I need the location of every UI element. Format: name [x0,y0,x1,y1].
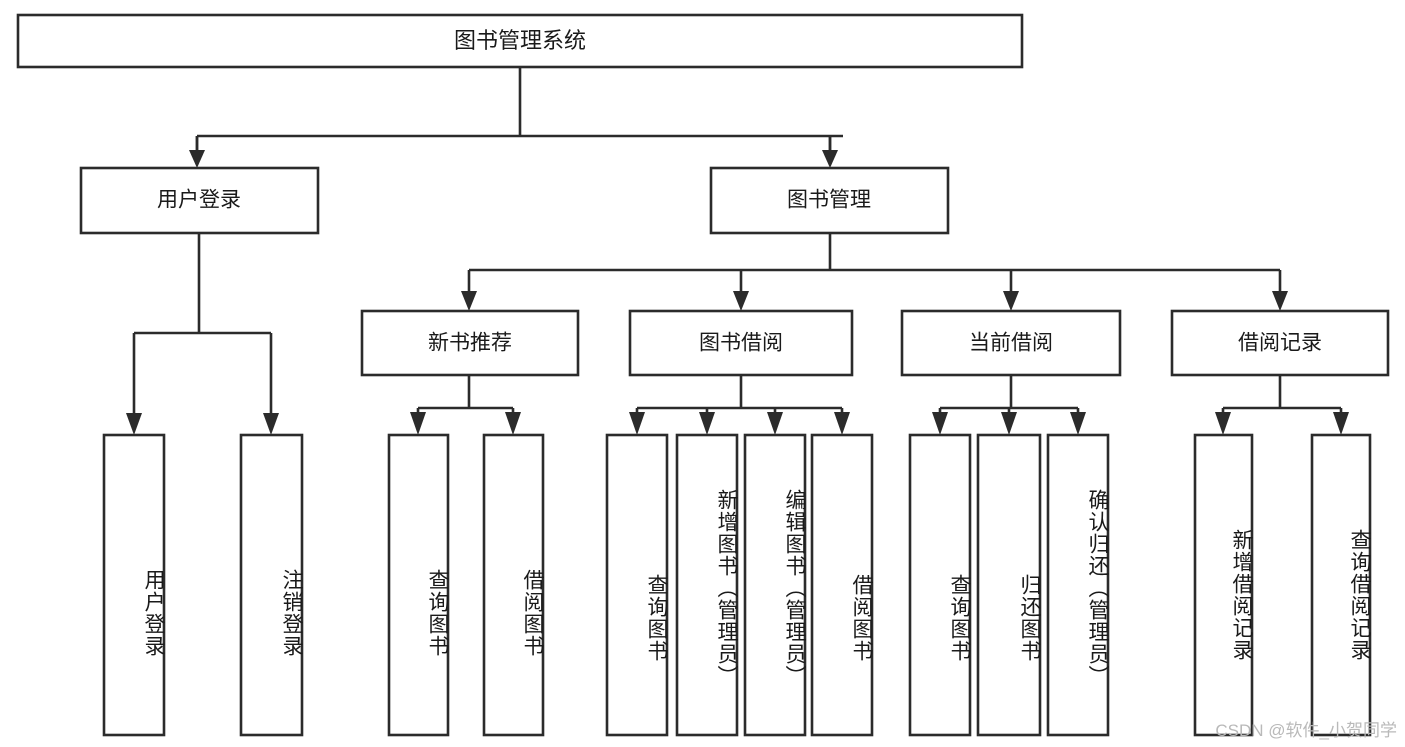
node-borrow-record-label: 借阅记录 [1238,332,1322,355]
node-user-login[interactable]: 用户登录 [79,166,320,235]
node-new-book-rec[interactable]: 新书推荐 [360,309,580,377]
node-root-label: 图书管理系统 [454,28,586,53]
connector-new-book-rec-to-leaves [410,375,521,435]
leaf-boxes [102,433,1372,737]
node-book-borrow-box[interactable] [628,309,854,377]
node-leaf-query-book-3-box[interactable] [908,433,972,737]
node-book-manage-label: 图书管理 [787,189,871,212]
node-user-login-label: 用户登录 [157,189,241,212]
node-leaf-query-record-box[interactable] [1310,433,1372,737]
node-leaf-borrow-book-2-box[interactable] [810,433,874,737]
node-leaf-user-login-box[interactable] [102,433,166,737]
node-leaf-logout-box[interactable] [239,433,304,737]
node-leaf-query-book-2-box[interactable] [605,433,669,737]
csdn-watermark: CSDN @软件_小贺同学 [1215,721,1397,740]
node-leaf-confirm-return-box[interactable] [1046,433,1110,737]
node-leaf-query-book-1-box[interactable] [387,433,450,737]
connector-book-manage-to-level3 [461,233,1288,311]
node-leaf-add-book-box[interactable] [675,433,739,737]
connector-root-to-level2 [189,67,843,168]
connector-current-borrow-to-leaves [932,375,1086,435]
node-book-manage-box[interactable] [709,166,950,235]
node-leaf-add-record-box[interactable] [1193,433,1254,737]
node-borrow-record[interactable]: 借阅记录 [1170,309,1390,377]
node-leaf-edit-book-box[interactable] [743,433,807,737]
node-user-login-box[interactable] [79,166,320,235]
node-current-borrow-box[interactable] [900,309,1122,377]
node-new-book-rec-label: 新书推荐 [428,332,512,355]
node-leaf-return-book-box[interactable] [976,433,1042,737]
node-book-borrow[interactable]: 图书借阅 [628,309,854,377]
node-current-borrow[interactable]: 当前借阅 [900,309,1122,377]
node-book-borrow-label: 图书借阅 [699,332,783,355]
node-new-book-rec-box[interactable] [360,309,580,377]
node-root[interactable]: 图书管理系统 [16,13,1024,69]
node-current-borrow-label: 当前借阅 [969,332,1053,355]
connector-borrow-record-to-leaves [1215,375,1349,435]
node-book-manage[interactable]: 图书管理 [709,166,950,235]
node-leaf-borrow-book-1-box[interactable] [482,433,545,737]
connector-book-borrow-to-leaves [629,375,850,435]
connector-user-login-to-leaves [126,233,279,435]
node-borrow-record-box[interactable] [1170,309,1390,377]
node-root-box[interactable] [16,13,1024,69]
